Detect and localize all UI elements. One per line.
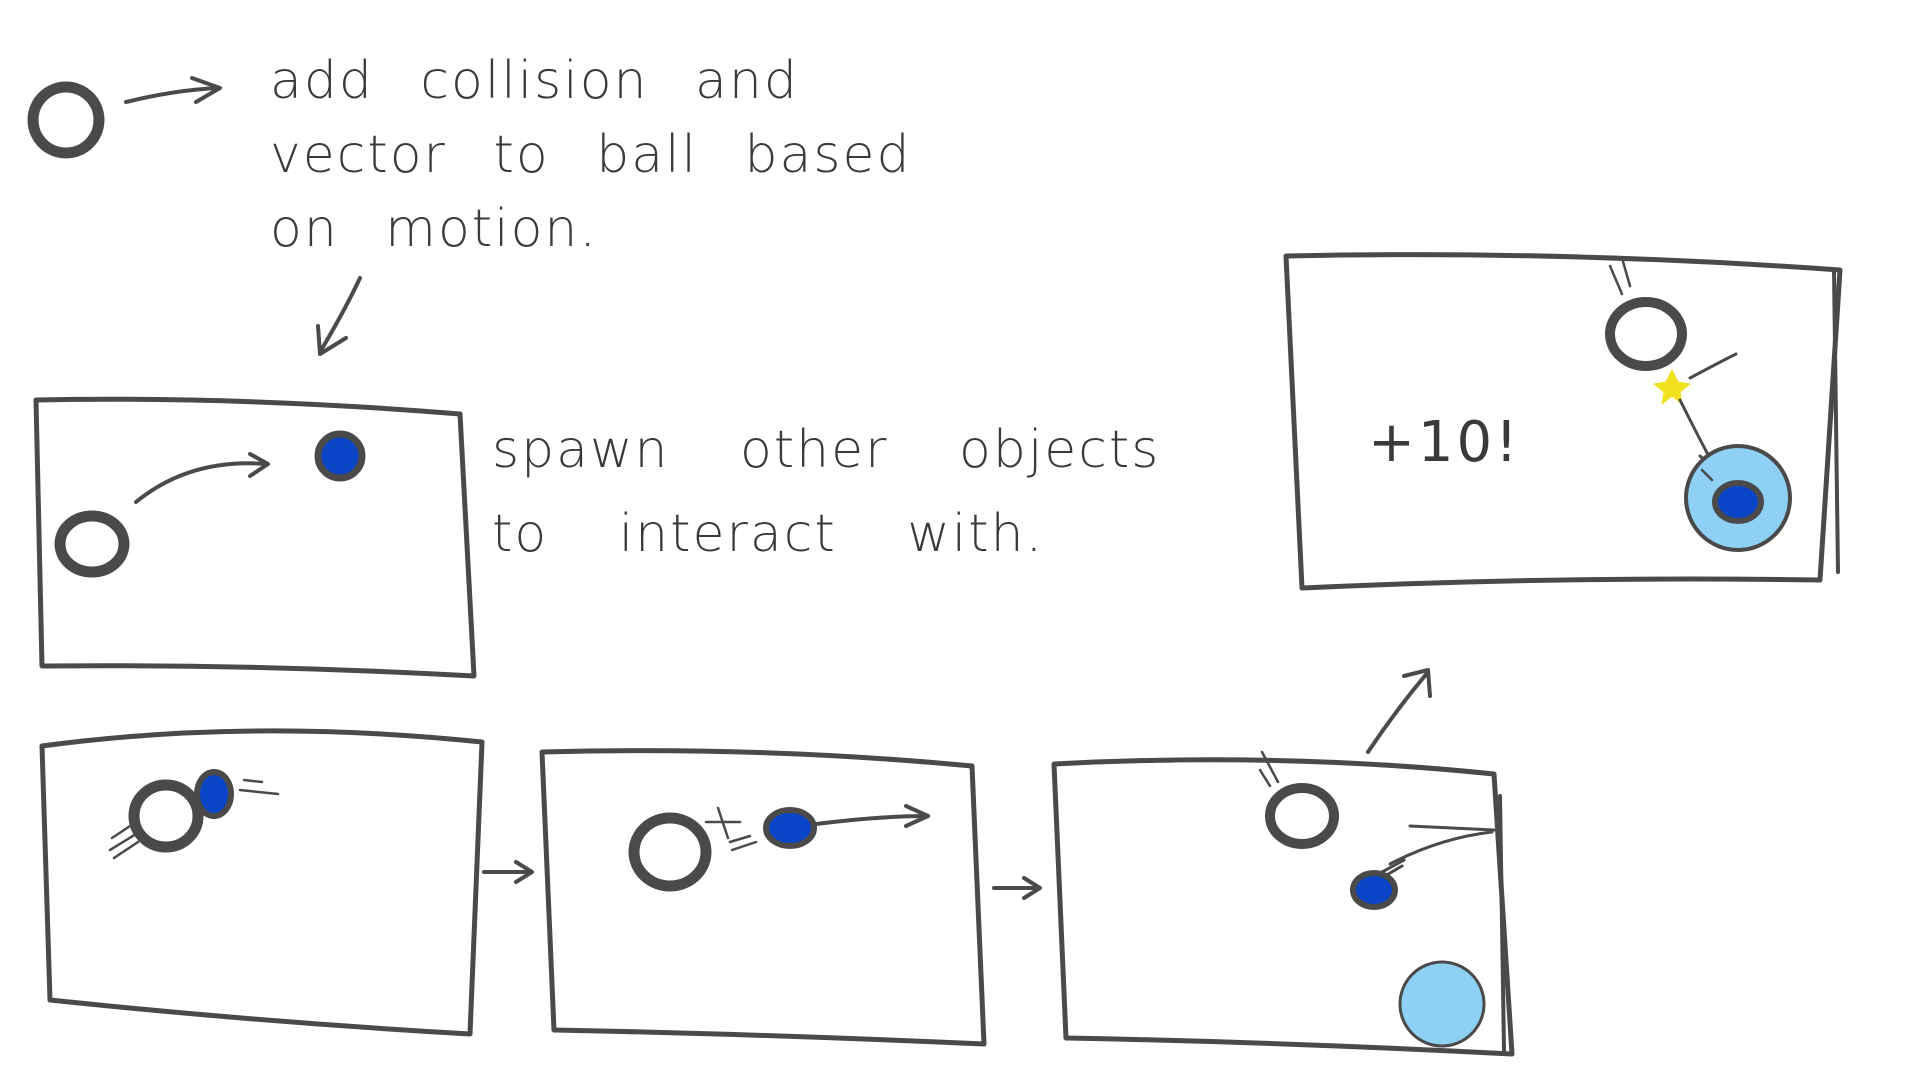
- collision-note-line-1: add collision and: [270, 51, 799, 111]
- panel-spawn: [33, 396, 477, 679]
- collision-note: add collision and vector to ball based o…: [270, 44, 911, 266]
- arrow-panel-2-to-3: [482, 860, 534, 884]
- spark-star-icon: [1653, 369, 1691, 405]
- legend-arrow: [124, 76, 222, 104]
- collision-note-line-3: on motion.: [270, 199, 598, 259]
- target-zone: [1398, 960, 1486, 1048]
- wiggle-lines: [1258, 750, 1280, 788]
- legend-ring-icon: [27, 81, 105, 159]
- panel-launch: [539, 748, 987, 1047]
- bounce-trail: [1376, 824, 1496, 882]
- panel-bounce: [1051, 750, 1515, 1057]
- target-hit: [1684, 444, 1792, 552]
- motion-lines: [108, 778, 280, 860]
- player-ring: [128, 779, 204, 853]
- panel-collision: [39, 728, 485, 1037]
- spawned-blue-ball: [314, 430, 366, 482]
- player-ring: [54, 510, 130, 578]
- arrow-to-panel-1: [316, 276, 362, 356]
- movement-arrow: [134, 452, 270, 504]
- score-label: +10!: [1368, 410, 1521, 475]
- arrow-panel-4-to-5: [1366, 668, 1432, 754]
- blue-ball: [763, 807, 817, 849]
- arrow-panel-3-to-4: [992, 876, 1042, 900]
- blue-ball: [1350, 870, 1398, 910]
- wiggle-lines: [1608, 256, 1632, 296]
- player-ring: [1265, 783, 1339, 849]
- player-ring: [628, 812, 712, 892]
- blue-ball: [194, 769, 234, 819]
- launch-arrow: [814, 804, 930, 828]
- impact-mark: [704, 806, 758, 852]
- spawn-note-line-2: to interact with.: [492, 504, 1045, 564]
- panel-score: [1283, 252, 1843, 591]
- collision-note-line-2: vector to ball based: [270, 125, 912, 185]
- spawn-note-line-1: spawn other objects: [492, 420, 1161, 480]
- spawn-note: spawn other objects to interact with.: [492, 408, 1160, 576]
- player-ring: [1605, 297, 1687, 371]
